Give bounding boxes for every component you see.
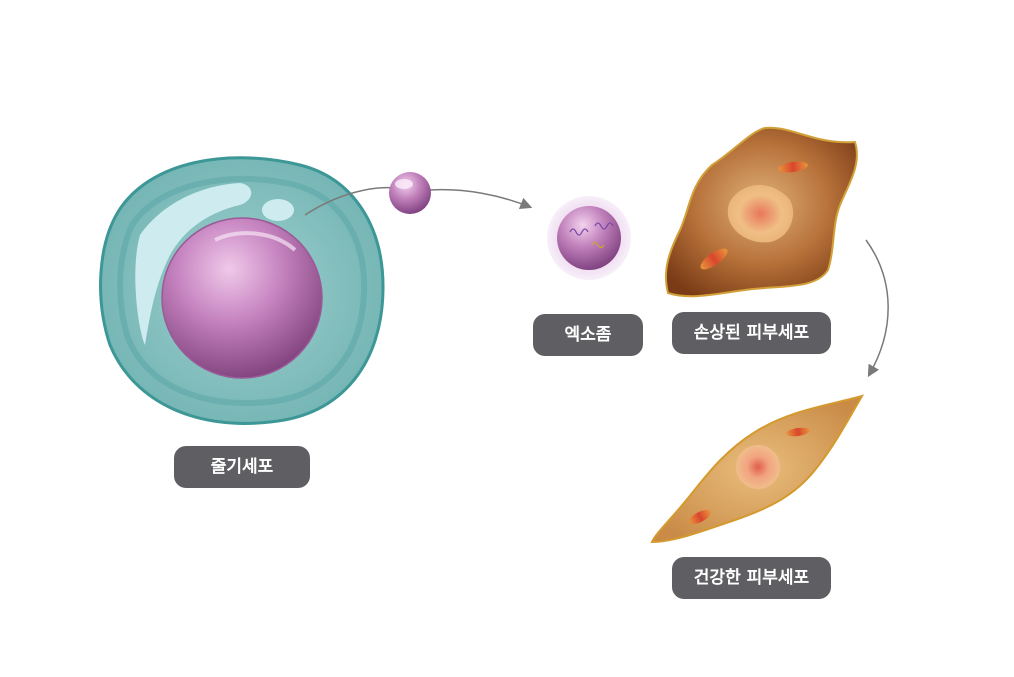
stem-cell-inner-membrane	[117, 175, 368, 406]
exosome-body	[557, 206, 621, 270]
stem-cell-vacuole	[262, 199, 294, 221]
healthy-cell-nucleus	[736, 445, 780, 489]
exosome-rna-squiggle-left	[569, 228, 589, 236]
stem-cell-nucleus	[161, 217, 323, 379]
exosome	[547, 196, 631, 280]
secretion-path	[304, 172, 530, 215]
healthy-skin-cell	[650, 394, 865, 544]
exosome-rna-squiggle-right	[594, 222, 614, 230]
damaged-skin-cell	[664, 126, 858, 298]
stem-cell-label: 줄기세포	[174, 446, 310, 488]
healthy-cell-spot-1	[786, 427, 810, 437]
damaged-cell-spot-1	[778, 161, 808, 173]
damaged-skin-cell-label: 손상된 피부세포	[672, 312, 831, 354]
healthy-cell-spot-2	[689, 509, 711, 525]
exosome-label: 엑소좀	[533, 314, 643, 356]
nucleus-shine	[214, 231, 297, 252]
transform-arrow	[865, 239, 889, 378]
stem-cell	[99, 156, 385, 425]
exosome-protein-squiggle	[591, 241, 605, 249]
secreted-exosome-shine	[395, 179, 413, 189]
stem-cell-highlight	[135, 183, 252, 345]
secreted-exosome	[389, 172, 431, 214]
damaged-cell-nucleus	[727, 184, 794, 243]
healthy-skin-cell-label: 건강한 피부세포	[672, 557, 831, 599]
damaged-cell-spot-2	[700, 248, 728, 270]
secretion-arrow	[304, 186, 530, 215]
